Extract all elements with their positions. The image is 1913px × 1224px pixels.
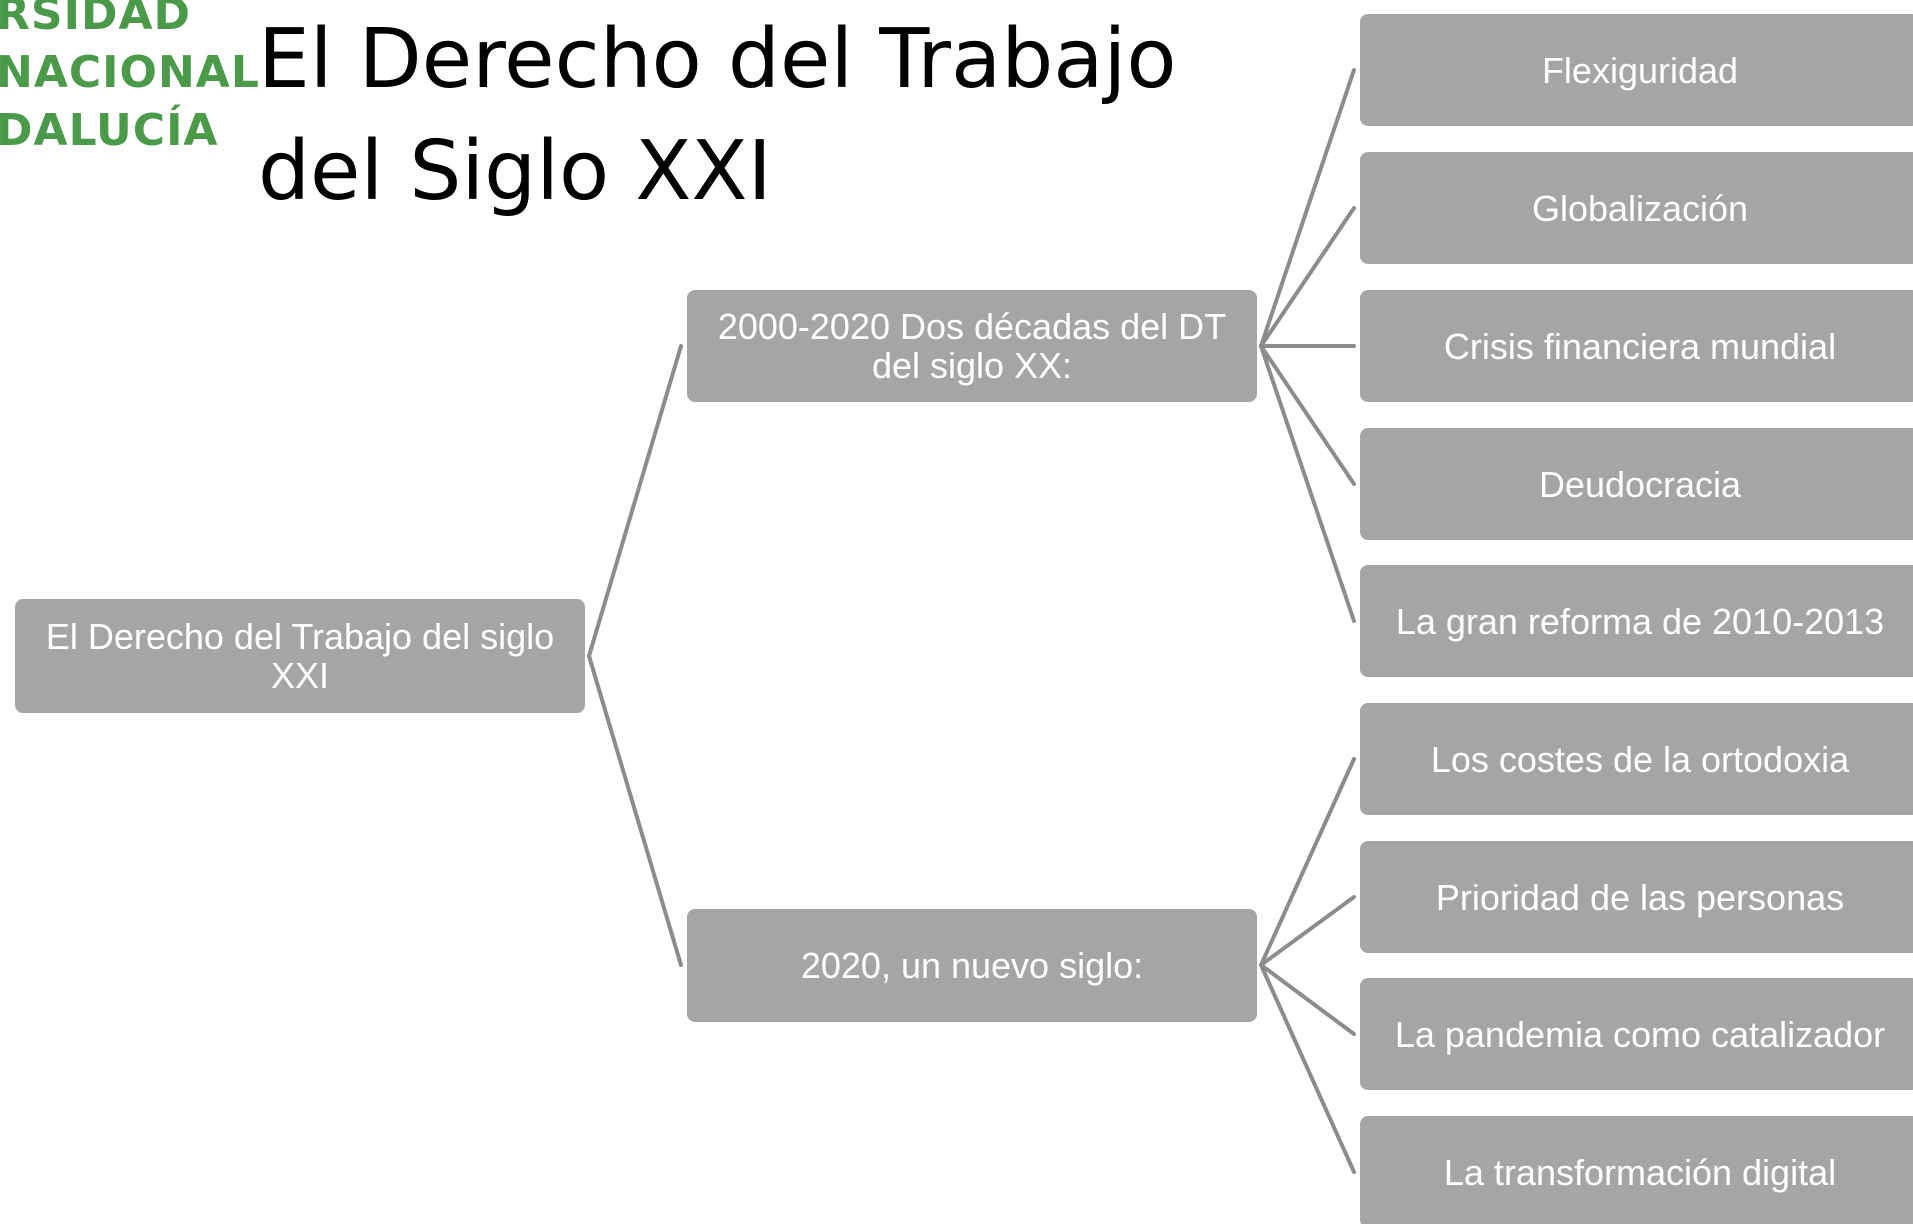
university-logo: RSIDAD NACIONAL DALUCÍA [0, 0, 260, 160]
leaf-node-globalizacion: Globalización [1360, 152, 1913, 264]
logo-line: RSIDAD [0, 0, 192, 40]
branch-node-2000-2020: 2000-2020 Dos décadas del DT del siglo X… [687, 290, 1257, 402]
leaf-node-costes-ortodoxia: Los costes de la ortodoxia [1360, 703, 1913, 815]
leaf-node-transformacion-digital: La transformación digital [1360, 1116, 1913, 1224]
connector-branch2-child-3 [1259, 963, 1356, 1036]
leaf-node-pandemia: La pandemia como catalizador [1360, 978, 1913, 1090]
connector-branch1-child-5 [1259, 344, 1356, 623]
root-node: El Derecho del Trabajo del siglo XXI [15, 599, 585, 713]
leaf-node-deudocracia: Deudocracia [1360, 428, 1913, 540]
leaf-node-prioridad-personas: Prioridad de las personas [1360, 841, 1913, 953]
connector-root-branch-1 [587, 344, 683, 658]
connector-branch2-child-2 [1259, 895, 1356, 967]
logo-line: NACIONAL [0, 47, 260, 98]
connector-branch1-child-1 [1259, 68, 1356, 348]
slide-title: El Derecho del Trabajo del Siglo XXI [258, 12, 1177, 219]
connector-branch1-child-2 [1259, 206, 1356, 348]
connector-branch1-child-4 [1259, 344, 1356, 486]
connector-branch2-child-4 [1259, 963, 1356, 1174]
leaf-node-flexiguridad: Flexiguridad [1360, 14, 1913, 126]
connector-branch2-child-1 [1259, 757, 1356, 967]
logo-line: DALUCÍA [0, 105, 219, 156]
connector-root-branch-2 [587, 654, 683, 967]
branch-node-2020: 2020, un nuevo siglo: [687, 909, 1257, 1022]
leaf-node-gran-reforma: La gran reforma de 2010-2013 [1360, 565, 1913, 677]
leaf-node-crisis-financiera: Crisis financiera mundial [1360, 290, 1913, 402]
